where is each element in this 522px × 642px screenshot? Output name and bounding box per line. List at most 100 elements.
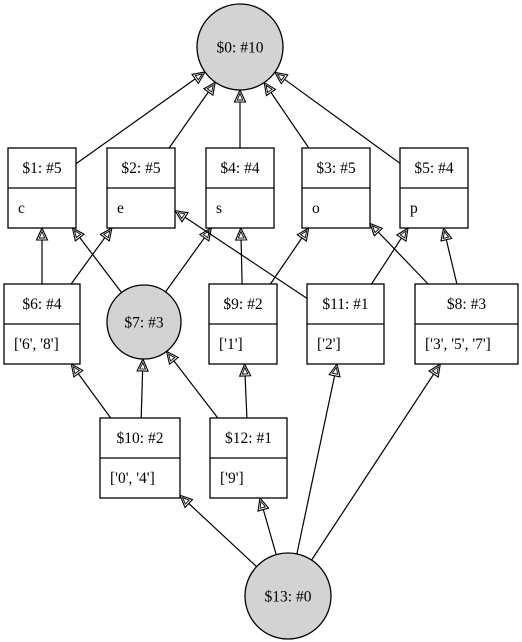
- arrowhead-inner-icon: [167, 353, 176, 362]
- edge-line: [79, 237, 123, 293]
- node-n4: $4: #4s: [205, 147, 275, 229]
- node-value: ['6', '8']: [14, 336, 59, 353]
- node-label: $9: #2: [223, 296, 262, 313]
- edge-line: [168, 91, 209, 149]
- node-value: s: [216, 200, 222, 217]
- arrowhead-icon: [263, 81, 277, 97]
- arrowhead-inner-icon: [331, 366, 339, 375]
- node-n1: $1: #5c: [7, 147, 77, 229]
- arrowhead-icon: [71, 226, 86, 242]
- edge-line: [284, 78, 401, 164]
- edge-n13-to-n12: [257, 496, 277, 555]
- edge-line: [77, 373, 112, 419]
- edge-n1-to-n0: [75, 71, 207, 165]
- arrowhead-icon: [428, 362, 441, 378]
- node-label: $11: #1: [322, 296, 368, 313]
- node-n9: $9: #2 ['1']: [208, 283, 278, 365]
- arrowhead-inner-icon: [299, 229, 308, 239]
- concept-circle: [106, 284, 182, 360]
- edge-n12-to-n7: [165, 350, 219, 419]
- arrowhead-inner-icon: [73, 229, 82, 239]
- node-label: $6: #4: [22, 296, 61, 313]
- node-n13: $13: #0: [244, 552, 332, 640]
- arrowhead-icon: [198, 226, 213, 242]
- edge-line: [188, 503, 258, 568]
- arrowhead-inner-icon: [259, 500, 267, 509]
- arrowhead-icon: [99, 226, 113, 242]
- arrowhead-inner-icon: [431, 365, 439, 375]
- edge-n6-to-n1: [35, 226, 49, 284]
- node-n5: $5: #4 p: [399, 147, 469, 229]
- edge-n13-to-n10: [179, 494, 258, 568]
- arrowhead-inner-icon: [442, 230, 450, 239]
- node-n11: $11: #1['2']: [306, 283, 385, 365]
- concept-circle: [244, 552, 332, 640]
- arrowhead-inner-icon: [265, 84, 273, 94]
- arrowhead-inner-icon: [237, 230, 245, 239]
- arrowhead-icon: [296, 226, 310, 242]
- node-n6: $6: #4 ['6', '8']: [3, 283, 81, 365]
- node-label: $0: #10: [217, 40, 264, 57]
- node-label: $3: #5: [316, 160, 355, 177]
- arrowhead-inner-icon: [202, 229, 210, 239]
- edge-line: [165, 237, 205, 293]
- node-n0: $0: #10: [196, 3, 284, 91]
- node-label: $8: #3: [447, 296, 486, 313]
- edge-n5-to-n0: [273, 71, 401, 164]
- edge-n11-to-n2: [173, 209, 308, 299]
- edge-n8-to-n5: [440, 226, 458, 285]
- arrowhead-inner-icon: [72, 365, 81, 375]
- node-label: $12: #1: [225, 430, 272, 447]
- node-value: ['9']: [220, 470, 244, 487]
- node-n10: $10: #2['0', '4']: [99, 417, 181, 499]
- arrowhead-inner-icon: [176, 211, 186, 220]
- nodes-layer: $0: #10 $1: #5c $2: #5e $4: #4s $3: #5 o $5: #…: [3, 3, 519, 640]
- node-n8: $8: #3 ['3', '5', '7']: [414, 283, 519, 365]
- node-value: e: [117, 200, 124, 217]
- arrowhead-icon: [273, 71, 289, 85]
- node-n12: $12: #1 ['9']: [209, 417, 288, 499]
- node-value: ['1']: [219, 336, 243, 353]
- edge-n3-to-n0: [263, 81, 310, 149]
- edge-n7-to-n4: [165, 226, 213, 293]
- edge-n2-to-n0: [168, 81, 217, 149]
- edge-n4-to-n0: [233, 88, 247, 148]
- edge-line: [270, 92, 310, 149]
- arrowhead-icon: [191, 71, 207, 85]
- arrowhead-icon: [173, 209, 189, 223]
- edge-line: [445, 239, 458, 285]
- node-label: $10: #2: [117, 430, 164, 447]
- arrowhead-icon: [165, 350, 180, 366]
- node-n2: $2: #5e: [106, 147, 176, 229]
- node-value: ['3', '5', '7']: [425, 336, 491, 353]
- arrowhead-icon: [202, 81, 217, 97]
- arrowhead-icon: [395, 226, 409, 242]
- concept-circle: [196, 3, 284, 91]
- node-label: $1: #5: [22, 160, 61, 177]
- arrowhead-inner-icon: [399, 229, 407, 239]
- node-n3: $3: #5 o: [301, 147, 371, 229]
- arrowhead-inner-icon: [206, 84, 214, 93]
- node-label: $13: #0: [265, 589, 312, 606]
- edge-n13-to-n8: [311, 362, 441, 561]
- node-value: o: [312, 200, 320, 217]
- arrowhead-inner-icon: [102, 229, 111, 239]
- arrowhead-inner-icon: [236, 92, 244, 101]
- arrowhead-icon: [70, 362, 84, 378]
- edge-n9-to-n4: [234, 226, 248, 285]
- edge-n12-to-n9: [238, 362, 252, 419]
- edge-n13-to-n11: [296, 362, 341, 555]
- node-value: p: [410, 200, 418, 217]
- node-label: $7: #3: [124, 315, 163, 332]
- node-label: $5: #4: [414, 160, 453, 177]
- edge-n7-to-n1: [71, 226, 123, 293]
- arrowhead-inner-icon: [241, 366, 249, 375]
- edge-line: [377, 231, 429, 285]
- edge-n11-to-n5: [370, 226, 409, 285]
- edge-n8-to-n3: [369, 222, 429, 285]
- arrowhead-inner-icon: [371, 225, 380, 234]
- arrowhead-inner-icon: [139, 361, 147, 370]
- arrowhead-inner-icon: [276, 73, 286, 82]
- edge-line: [370, 237, 402, 285]
